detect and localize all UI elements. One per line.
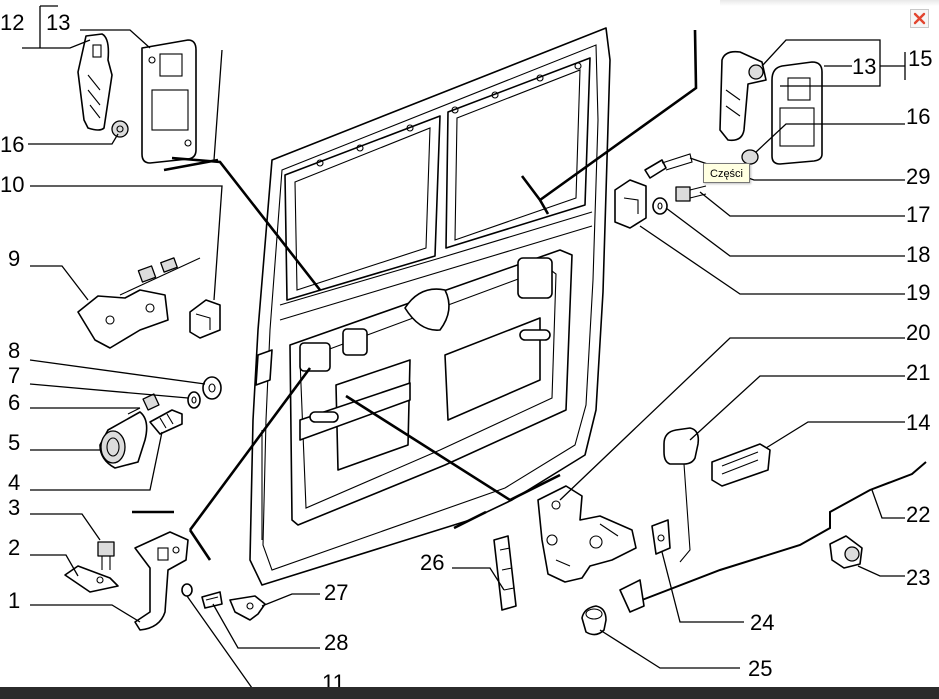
part-22-rod: [619, 461, 927, 613]
part-16-nut-right: [741, 149, 759, 165]
part-10-clip: [189, 299, 221, 339]
part-number-labels: 12 13 16 10 9 8 7 6 5 4 3 2 1 11 28 27 2…: [0, 10, 932, 695]
part-26-seal-strip: [493, 535, 517, 611]
part-20-lock-assembly: [537, 485, 637, 583]
label-25: 25: [748, 656, 772, 681]
label-13-left: 13: [46, 10, 70, 35]
label-19: 19: [906, 280, 930, 305]
part-1-bracket: [134, 531, 189, 631]
label-24: 24: [750, 610, 774, 635]
label-16-left: 16: [0, 132, 24, 157]
label-5: 5: [8, 430, 20, 455]
tooltip: Części: [703, 163, 751, 183]
part-4-lock-cylinder: [149, 409, 183, 435]
part-29-screw: [644, 153, 693, 179]
part-24-clip: [651, 519, 671, 555]
part-25-buffer: [581, 605, 607, 636]
label-2: 2: [8, 535, 20, 560]
part-12-outer-handle: [77, 33, 113, 131]
part-9-lock-mechanism: [77, 257, 201, 349]
label-13-right: 13: [852, 54, 876, 79]
part-15-outer-handle: [719, 50, 767, 142]
label-9: 9: [8, 246, 20, 271]
part-13-escutcheon: [141, 39, 197, 164]
part-8-washer: [202, 376, 222, 400]
part-23-pin: [829, 535, 863, 569]
part-27-clip: [229, 595, 266, 621]
label-28: 28: [324, 630, 348, 655]
close-button[interactable]: [910, 9, 929, 28]
label-12: 12: [0, 10, 24, 35]
label-26: 26: [420, 550, 444, 575]
label-16-right: 16: [906, 104, 930, 129]
part-6-bolt: [127, 393, 160, 415]
label-10: 10: [0, 172, 24, 197]
label-7: 7: [8, 363, 20, 388]
leader-lines: [22, 5, 906, 691]
part-3-bolt: [97, 541, 115, 570]
label-15: 15: [908, 46, 932, 71]
window-top-edge: [720, 0, 939, 6]
part-7-washer: [187, 391, 201, 409]
label-6: 6: [8, 390, 20, 415]
label-23: 23: [906, 565, 930, 590]
part-5-cylinder-housing: [99, 411, 148, 469]
sliding-door-panel: [249, 27, 611, 586]
label-22: 22: [906, 502, 930, 527]
part-16-nut: [111, 120, 129, 138]
bottom-border-bar: [0, 687, 939, 699]
label-20: 20: [906, 320, 930, 345]
part-14-cover: [711, 443, 771, 487]
label-17: 17: [906, 202, 930, 227]
label-4: 4: [8, 470, 20, 495]
part-19-striker: [614, 179, 647, 229]
label-18: 18: [906, 242, 930, 267]
part-21-inner-handle: [663, 427, 700, 563]
part-2-plate: [64, 565, 119, 593]
label-29: 29: [906, 164, 930, 189]
part-13-escutcheon-right: [771, 61, 823, 165]
label-3: 3: [8, 495, 20, 520]
label-21: 21: [906, 360, 930, 385]
close-icon: [913, 12, 926, 25]
part-28-screw: [201, 591, 223, 609]
label-14: 14: [906, 410, 930, 435]
label-27: 27: [324, 580, 348, 605]
label-1: 1: [8, 588, 20, 613]
part-18-washer: [652, 197, 668, 215]
label-8: 8: [8, 338, 20, 363]
part-17-bolt: [675, 185, 707, 202]
part-11-washer: [181, 583, 193, 597]
